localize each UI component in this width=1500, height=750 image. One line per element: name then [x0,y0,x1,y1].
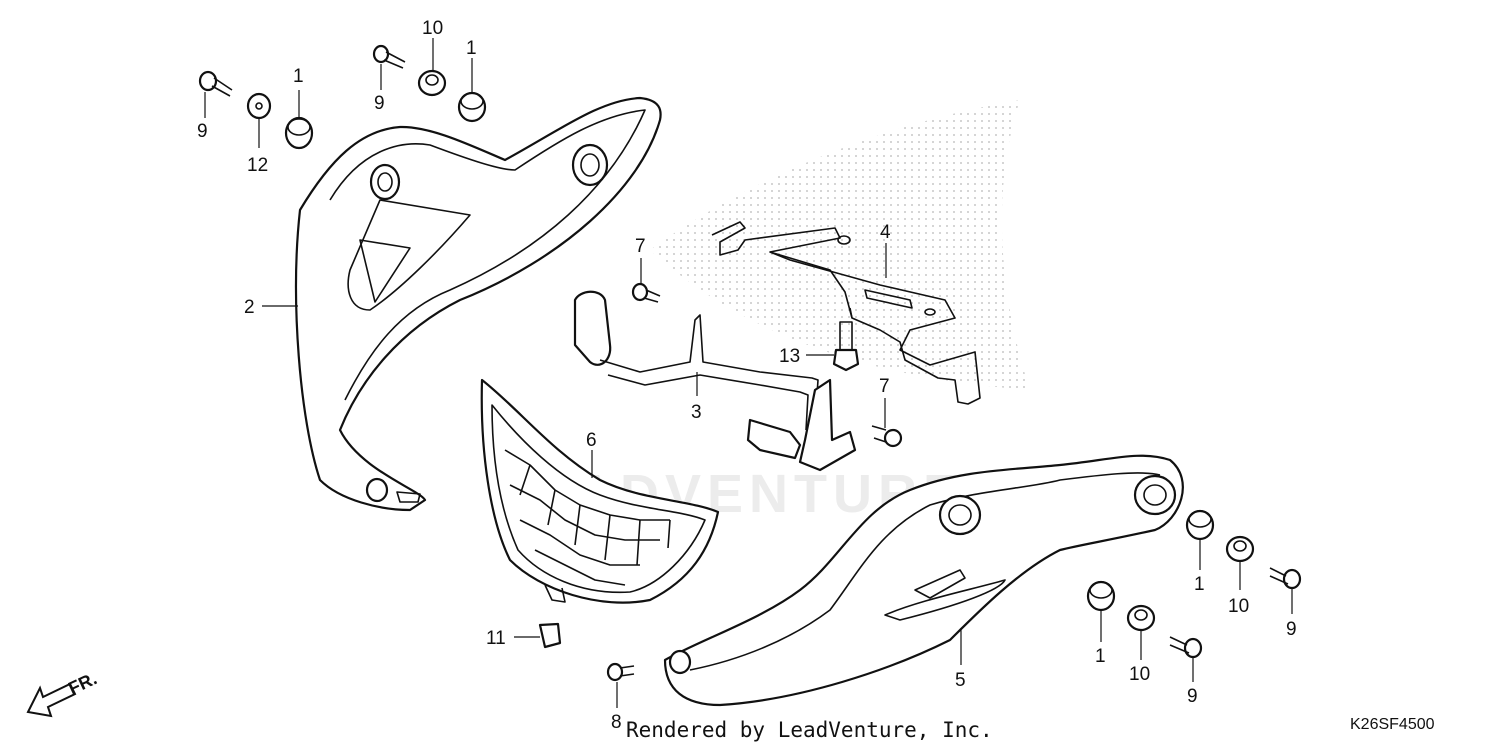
part-3-bracket[interactable] [573,290,857,472]
callout-label[interactable]: 1 [466,38,477,59]
callout-label[interactable]: 5 [955,670,966,691]
part-6-grille[interactable] [480,378,720,604]
callout-label[interactable]: 7 [879,376,890,397]
callout-label[interactable]: 3 [691,402,702,423]
callout-label[interactable]: 13 [779,346,800,367]
render-credit: Rendered by LeadVenture, Inc. [626,718,993,742]
callout-label[interactable]: 10 [1129,664,1150,685]
diagram-code: K26SF4500 [1350,716,1435,733]
hardware-right[interactable] [1086,509,1302,659]
callout-label[interactable]: 4 [880,222,891,243]
callout-label[interactable]: 8 [611,712,622,733]
callout-label[interactable]: 7 [635,236,646,257]
callout-label[interactable]: 10 [422,18,443,39]
callout-label[interactable]: 9 [1187,686,1198,707]
part-2-left-cowl[interactable] [295,96,662,512]
callout-label[interactable]: 9 [197,121,208,142]
callout-labels: 9 12 1 9 10 1 2 7 4 13 7 3 6 11 8 5 1 10… [197,18,1297,733]
callout-label[interactable]: 1 [293,66,304,87]
callout-label[interactable]: 2 [244,297,255,318]
callout-label[interactable]: 9 [1286,619,1297,640]
hardware-top-left[interactable] [198,44,487,150]
callout-label[interactable]: 12 [247,155,268,176]
callout-label[interactable]: 6 [586,430,597,451]
part-4-stay[interactable] [711,221,981,405]
hardware-center[interactable] [538,282,903,682]
part-5-right-cowl[interactable] [663,454,1184,707]
front-direction-arrow-icon: FR. [26,668,100,718]
callout-label[interactable]: 1 [1194,574,1205,595]
dotted-background-wing [650,100,1030,390]
leader-lines [204,38,1293,708]
callout-label[interactable]: 11 [486,628,506,649]
callout-label[interactable]: 1 [1095,646,1106,667]
callout-label[interactable]: 10 [1228,596,1249,617]
callout-label[interactable]: 9 [374,93,385,114]
